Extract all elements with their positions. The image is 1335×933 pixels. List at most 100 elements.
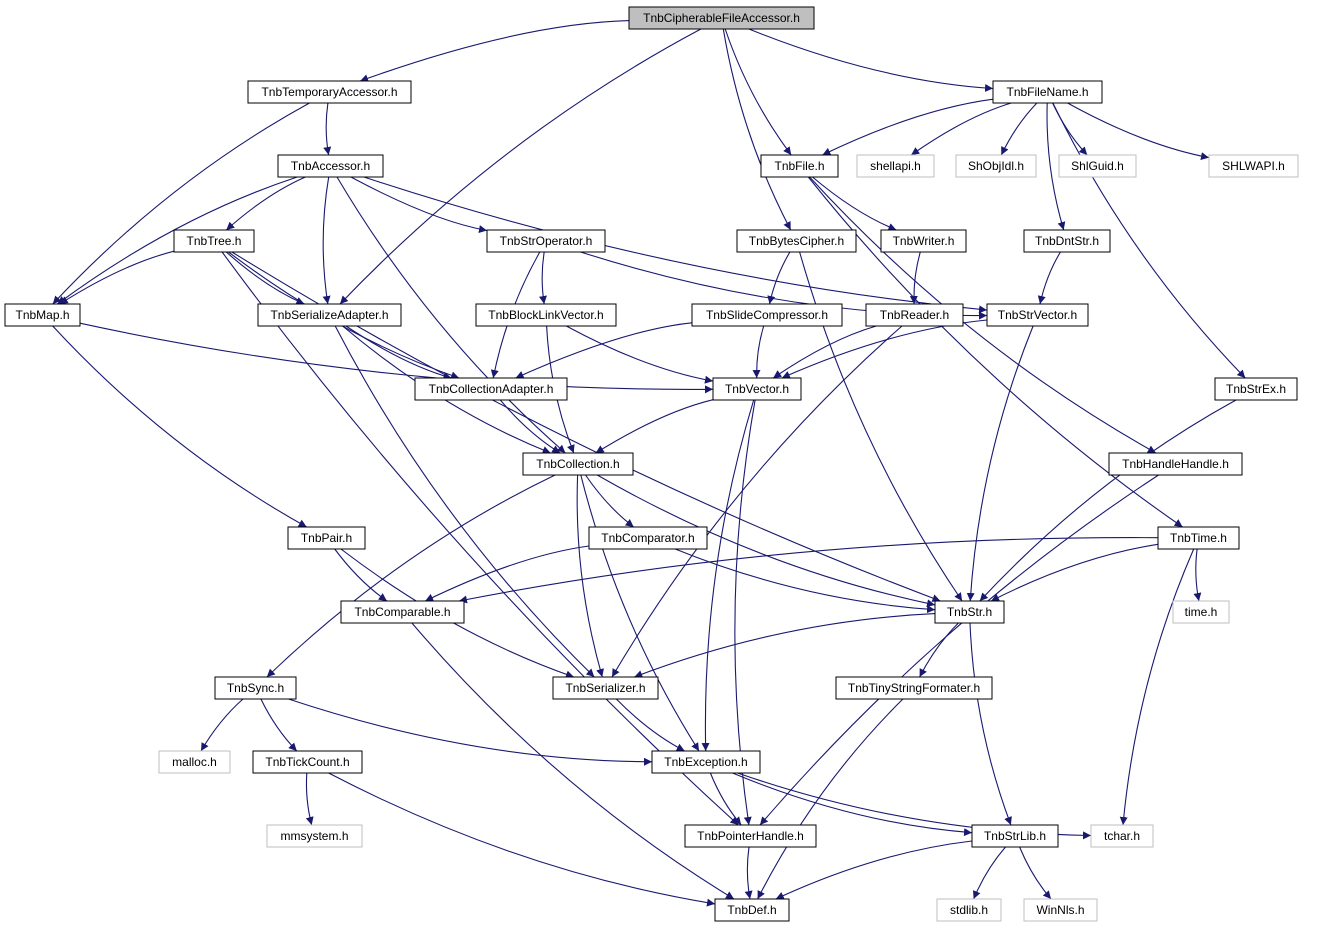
- edge-filename-to-dntstr: [1046, 102, 1066, 231]
- node-time[interactable]: TnbTime.h: [1157, 526, 1240, 550]
- node-str[interactable]: TnbStr.h: [934, 600, 1005, 624]
- node-label-sync: TnbSync.h: [227, 681, 284, 695]
- edge-accessor-to-map: [57, 176, 298, 305]
- node-collection[interactable]: TnbCollection.h: [522, 452, 634, 476]
- node-sync[interactable]: TnbSync.h: [214, 676, 297, 700]
- node-root[interactable]: TnbCipherableFileAccessor.h: [628, 6, 815, 30]
- node-label-shobjidl: ShObjIdl.h: [968, 159, 1024, 173]
- edge-collectionadapter-to-collection: [499, 399, 561, 454]
- node-strlib[interactable]: TnbStrLib.h: [971, 824, 1059, 848]
- node-box-blocklinkvector: [475, 303, 617, 327]
- node-label-strex: TnbStrEx.h: [1226, 382, 1286, 396]
- node-label-reader: TnbReader.h: [880, 308, 949, 322]
- node-label-collection: TnbCollection.h: [536, 457, 619, 471]
- node-slidecompressor[interactable]: TnbSlideCompressor.h: [691, 303, 843, 327]
- edge-serializeadapter-to-serializer: [334, 325, 595, 678]
- edge-dntstr-to-strvector: [1037, 251, 1061, 305]
- node-box-filename: [992, 80, 1103, 104]
- node-shellapi: shellapi.h: [856, 154, 935, 178]
- node-writer[interactable]: TnbWriter.h: [880, 229, 967, 253]
- node-box-root: [628, 6, 815, 30]
- node-filename[interactable]: TnbFileName.h: [992, 80, 1103, 104]
- edge-time-to-str: [990, 543, 1159, 602]
- node-label-handlehandle: TnbHandleHandle.h: [1122, 457, 1229, 471]
- node-box-collection: [522, 452, 634, 476]
- node-label-shlguid: ShlGuid.h: [1071, 159, 1124, 173]
- node-shlguid: ShlGuid.h: [1058, 154, 1137, 178]
- node-serializer[interactable]: TnbSerializer.h: [552, 676, 659, 700]
- edge-root-to-tempacc: [359, 20, 630, 83]
- edge-root-to-bytescipher: [722, 28, 792, 231]
- node-blocklinkvector[interactable]: TnbBlockLinkVector.h: [475, 303, 617, 327]
- node-box-serializer: [552, 676, 659, 700]
- edge-sync-to-tickcount: [260, 698, 298, 752]
- node-accessor[interactable]: TnbAccessor.h: [277, 154, 384, 178]
- node-box-malloc: [158, 750, 231, 774]
- node-box-time: [1157, 526, 1240, 550]
- node-label-comparable: TnbComparable.h: [354, 605, 450, 619]
- node-box-file: [760, 154, 839, 178]
- node-label-accessor: TnbAccessor.h: [291, 159, 370, 173]
- edge-slidecompressor-to-collectionadapter: [515, 322, 693, 379]
- node-def[interactable]: TnbDef.h: [714, 898, 790, 922]
- edge-collection-to-serializer: [576, 474, 604, 678]
- node-comparator[interactable]: TnbComparator.h: [588, 526, 708, 550]
- node-box-strex: [1214, 377, 1298, 401]
- node-label-tempacc: TnbTemporaryAccessor.h: [261, 85, 397, 99]
- edge-tree-to-serializeadapter: [225, 251, 305, 305]
- node-tickcount[interactable]: TnbTickCount.h: [252, 750, 363, 774]
- node-comparable[interactable]: TnbComparable.h: [340, 600, 465, 624]
- node-box-strvector: [986, 303, 1089, 327]
- node-box-accessor: [277, 154, 384, 178]
- node-box-writer: [880, 229, 967, 253]
- edge-map-to-vector: [79, 322, 714, 394]
- node-label-mmsystem: mmsystem.h: [280, 829, 348, 843]
- node-dntstr[interactable]: TnbDntStr.h: [1023, 229, 1111, 253]
- node-box-slidecompressor: [691, 303, 843, 327]
- edges-layer: [52, 20, 1246, 907]
- node-tempacc[interactable]: TnbTemporaryAccessor.h: [247, 80, 412, 104]
- node-label-shlwapi: SHLWAPI.h: [1222, 159, 1285, 173]
- node-stdlib: stdlib.h: [936, 898, 1002, 922]
- edge-filename-to-file: [822, 98, 994, 156]
- node-box-shlwapi: [1208, 154, 1299, 178]
- edge-tickcount-to-def: [328, 772, 716, 907]
- edge-strex-to-str: [979, 399, 1237, 602]
- edge-filename-to-shlwapi: [1067, 102, 1210, 161]
- node-tinystringformater[interactable]: TnbTinyStringFormater.h: [835, 676, 993, 700]
- node-reader[interactable]: TnbReader.h: [865, 303, 964, 327]
- node-tree[interactable]: TnbTree.h: [173, 229, 255, 253]
- node-label-str: TnbStr.h: [947, 605, 992, 619]
- edge-stroperator-to-blocklinkvector: [539, 251, 547, 305]
- node-map[interactable]: TnbMap.h: [4, 303, 81, 327]
- node-label-collectionadapter: TnbCollectionAdapter.h: [429, 382, 554, 396]
- node-serializeadapter[interactable]: TnbSerializeAdapter.h: [257, 303, 402, 327]
- edge-accessor-to-stroperator: [350, 176, 488, 234]
- node-pointerhandle[interactable]: TnbPointerHandle.h: [684, 824, 817, 848]
- node-pair[interactable]: TnbPair.h: [287, 526, 366, 550]
- node-collectionadapter[interactable]: TnbCollectionAdapter.h: [414, 377, 568, 401]
- node-handlehandle[interactable]: TnbHandleHandle.h: [1108, 452, 1243, 476]
- node-strex[interactable]: TnbStrEx.h: [1214, 377, 1298, 401]
- edge-blocklinkvector-to-vector: [566, 325, 714, 384]
- node-exception[interactable]: TnbException.h: [651, 750, 761, 774]
- node-strvector[interactable]: TnbStrVector.h: [986, 303, 1089, 327]
- node-box-tinystringformater: [835, 676, 993, 700]
- edge-exception-to-strlib: [732, 772, 973, 837]
- edge-strlib-to-stdlib: [973, 846, 1006, 900]
- node-file[interactable]: TnbFile.h: [760, 154, 839, 178]
- edge-exception-to-pointerhandle: [709, 772, 742, 826]
- node-box-bytescipher: [736, 229, 857, 253]
- edge-comparator-to-str: [674, 548, 936, 614]
- node-bytescipher[interactable]: TnbBytesCipher.h: [736, 229, 857, 253]
- node-vector[interactable]: TnbVector.h: [712, 377, 802, 401]
- node-time_h: time.h: [1172, 600, 1230, 624]
- node-box-tickcount: [252, 750, 363, 774]
- edge-strlib-to-winnls: [1019, 846, 1052, 900]
- node-box-mmsystem: [266, 824, 363, 848]
- node-label-filename: TnbFileName.h: [1006, 85, 1088, 99]
- node-label-tinystringformater: TnbTinyStringFormater.h: [848, 681, 980, 695]
- edge-comparator-to-comparable: [424, 545, 590, 602]
- edge-strlib-to-def: [775, 840, 973, 900]
- node-stroperator[interactable]: TnbStrOperator.h: [486, 229, 606, 253]
